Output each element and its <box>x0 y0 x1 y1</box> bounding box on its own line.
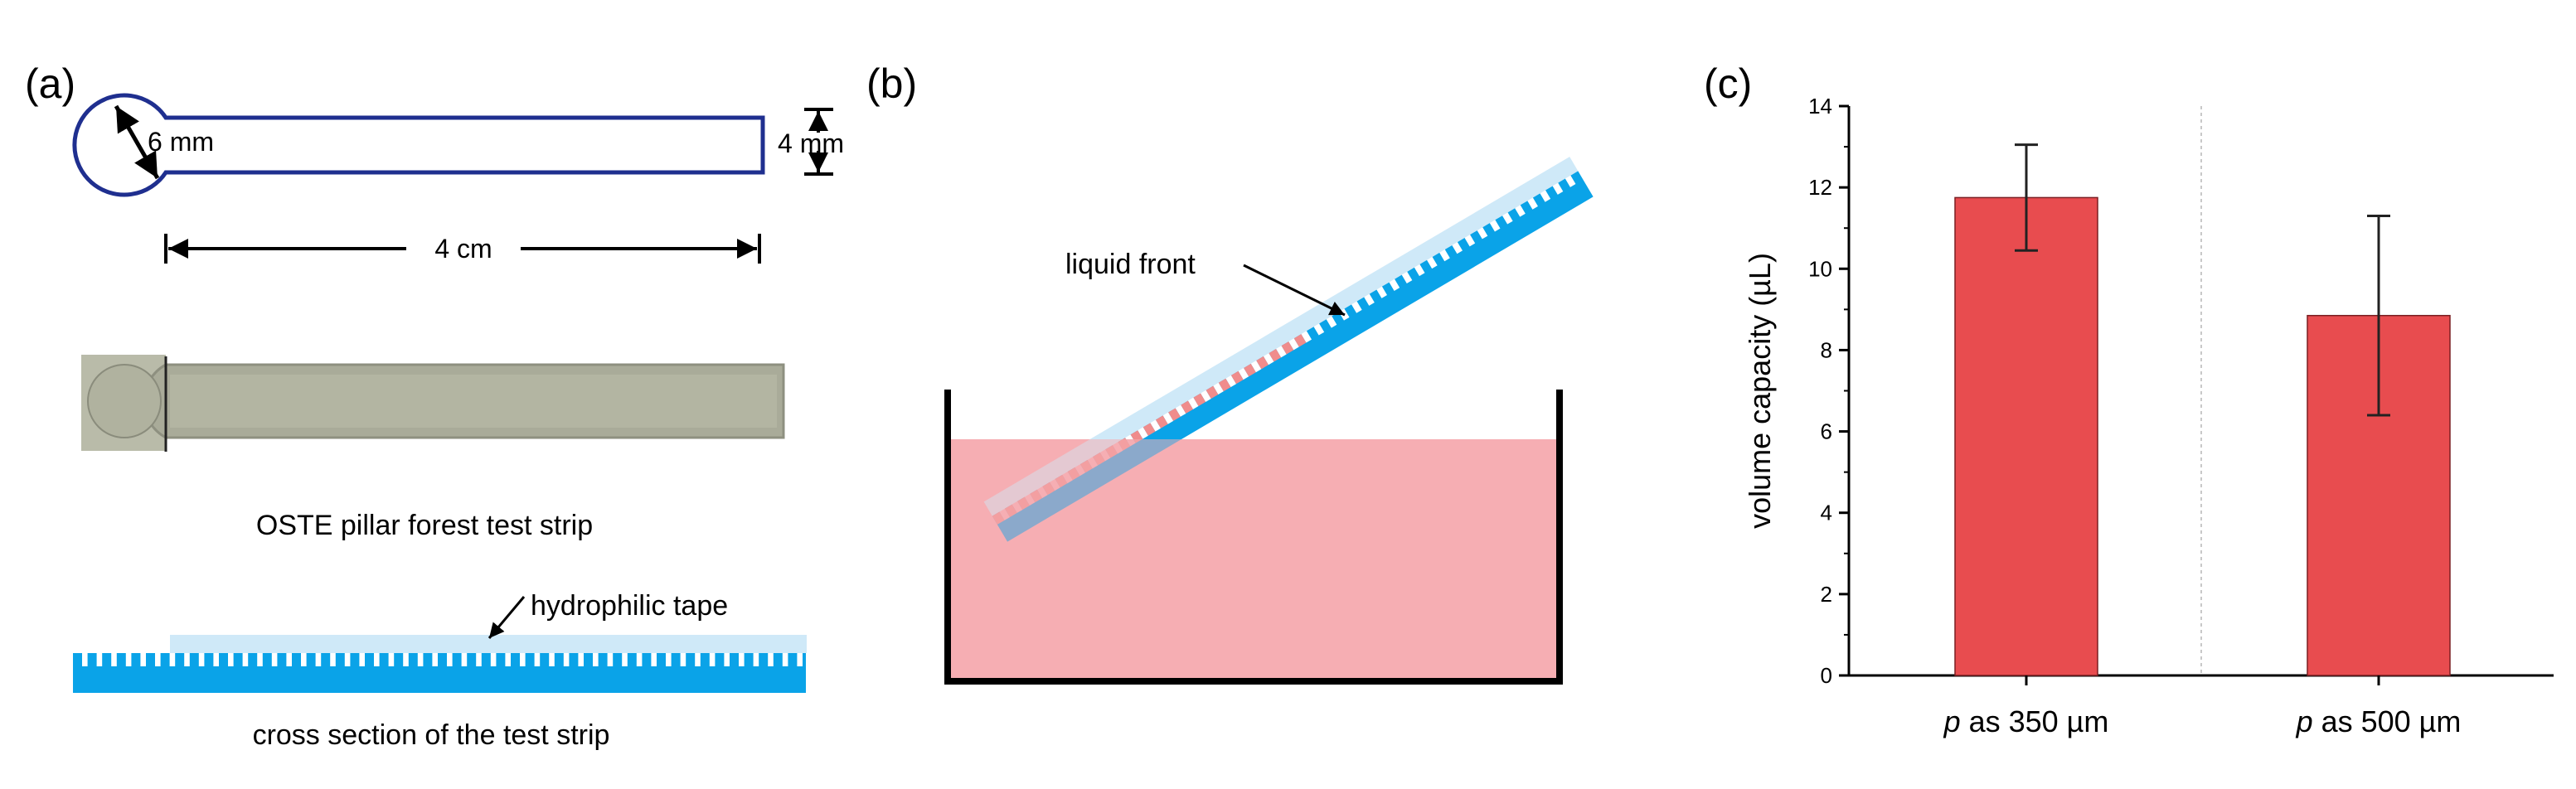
x-tick-label: p as 500 µm <box>2296 704 2462 738</box>
y-axis-label: volume capacity (µL) <box>1743 253 1777 529</box>
strip-outline <box>72 93 765 197</box>
diameter-label: 6 mm <box>148 127 214 157</box>
panel-b: (b) liquid front <box>866 61 1594 685</box>
photo-caption: OSTE pillar forest test strip <box>256 510 593 541</box>
liquid-front-label: liquid front <box>1065 249 1196 280</box>
liquid-front-arrow <box>1243 264 1346 317</box>
bar-chart: 0 2 4 6 8 10 12 14 p as 350 µm p as 500 µm volume … <box>1743 94 2554 738</box>
liquid-overlay <box>950 439 1557 678</box>
strip-tape <box>983 157 1579 516</box>
y-tick-label: 14 <box>1808 94 1832 119</box>
y-tick-label: 6 <box>1821 419 1832 444</box>
bar <box>1954 196 2098 676</box>
strip-photo <box>81 355 785 452</box>
y-tick-label: 0 <box>1821 663 1832 688</box>
panel-c: (c) 0 2 4 6 8 10 12 14 p as 350 µm p as 500 µm vol… <box>1704 61 2554 738</box>
hydrophilic-tape <box>170 635 807 653</box>
container <box>944 390 1563 685</box>
width-label: 4 mm <box>778 128 844 158</box>
panel-a: (a) 6 mm 4 mm 4 cm OSTE pillar forest te… <box>25 61 844 751</box>
panel-b-label: (b) <box>866 61 917 107</box>
y-tick-label: 12 <box>1808 175 1832 200</box>
y-tick-label: 2 <box>1821 582 1832 607</box>
panel-a-label: (a) <box>25 61 75 107</box>
cross-section-caption: cross section of the test strip <box>253 719 610 751</box>
pillar-cross-section <box>73 653 806 693</box>
tape-label: hydrophilic tape <box>531 590 728 622</box>
y-tick-label: 8 <box>1821 337 1832 362</box>
y-tick-label: 10 <box>1808 256 1832 281</box>
length-label: 4 cm <box>434 234 492 264</box>
y-tick-label: 4 <box>1821 501 1832 525</box>
x-tick-label: p as 350 µm <box>1943 704 2109 738</box>
tape-arrow <box>488 596 526 639</box>
panel-c-label: (c) <box>1704 61 1752 107</box>
diameter-arrow <box>114 104 160 180</box>
